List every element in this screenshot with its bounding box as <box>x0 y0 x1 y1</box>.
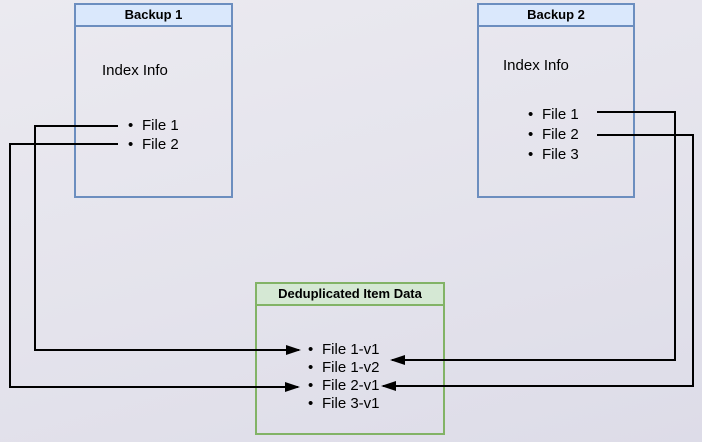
backup1-index-info-label: Index Info <box>102 62 168 79</box>
file-item: File 1 <box>128 116 179 135</box>
backup1-box: Backup 1 Index Info File 1 File 2 <box>74 3 233 198</box>
file-item: File 3 <box>528 145 579 165</box>
file-item: File 1 <box>528 105 579 125</box>
backup2-title: Backup 2 <box>479 5 633 27</box>
file-item: File 2 <box>528 125 579 145</box>
dedup-title: Deduplicated Item Data <box>257 284 443 306</box>
backup1-title: Backup 1 <box>76 5 231 27</box>
backup2-file-list: File 1 File 2 File 3 <box>528 105 579 165</box>
backup2-box: Backup 2 Index Info File 1 File 2 File 3 <box>477 3 635 198</box>
deduplicated-item-data-box: Deduplicated Item Data File 1-v1 File 1-… <box>255 282 445 435</box>
file-item: File 2-v1 <box>308 377 380 395</box>
file-item: File 1-v2 <box>308 359 380 377</box>
file-item: File 3-v1 <box>308 395 380 413</box>
file-item: File 2 <box>128 135 179 154</box>
file-item: File 1-v1 <box>308 341 380 359</box>
dedup-item-list: File 1-v1 File 1-v2 File 2-v1 File 3-v1 <box>308 341 380 413</box>
backup2-index-info-label: Index Info <box>503 57 569 74</box>
backup1-file-list: File 1 File 2 <box>128 116 179 154</box>
